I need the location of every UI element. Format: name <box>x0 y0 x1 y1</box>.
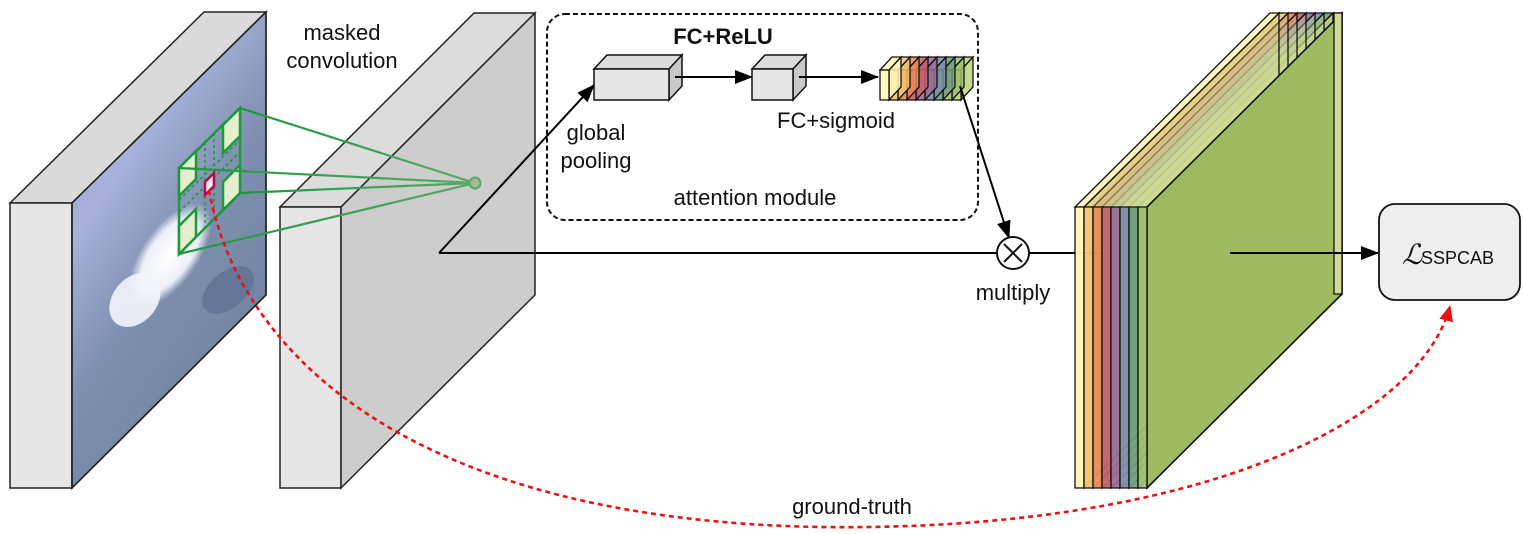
attention-module-box <box>546 13 979 221</box>
global-pooling-label-2: pooling <box>561 148 632 173</box>
fc-sigmoid-label: FC+sigmoid <box>777 108 895 133</box>
loss-subscript: SSPCAB <box>1421 248 1494 268</box>
weight-slice <box>879 69 890 101</box>
global-pooling-label-1: global <box>567 120 626 145</box>
output-slice <box>1119 206 1130 489</box>
output-slice <box>1101 206 1112 489</box>
output-slice <box>1137 206 1148 489</box>
kernel-cell-top-left <box>177 147 198 200</box>
fc-sigmoid-box <box>750 53 808 102</box>
output-slice <box>1083 206 1094 489</box>
loss-symbol: ℒ <box>1402 238 1423 271</box>
arrow-weights-to-multiply <box>959 85 1011 239</box>
masked-pixel <box>203 169 216 199</box>
ground-truth-label: ground-truth <box>792 494 912 519</box>
output-slice <box>1128 206 1139 489</box>
attention-module-label: attention module <box>674 185 837 210</box>
skip-and-pool-connector <box>438 84 595 254</box>
recalibrated-output-tensor <box>1073 11 1344 490</box>
channel-attention-weights <box>878 55 975 102</box>
output-slice <box>1092 206 1103 489</box>
conv-block-side <box>340 11 536 490</box>
output-activation-node <box>468 176 482 190</box>
output-slice <box>1074 206 1085 489</box>
kernel-projection-lines <box>178 106 476 256</box>
output-slice <box>1110 206 1121 489</box>
fc-relu-box <box>592 53 684 102</box>
rabbit-head <box>109 273 161 327</box>
kernel-cell-top-right <box>221 104 242 157</box>
multiply-label: multiply <box>976 280 1051 305</box>
conv-block-front <box>279 206 342 489</box>
input-block-front <box>9 202 73 489</box>
kernel-cell-bottom-left <box>177 205 198 258</box>
loss-box: ℒ SSPCAB <box>1378 203 1521 301</box>
conv-output-block <box>278 11 537 490</box>
multiply-node <box>996 236 1030 270</box>
fc-relu-label: FC+ReLU <box>673 24 773 49</box>
output-back-edge <box>1333 12 1343 295</box>
ground-truth-connector <box>207 189 1453 529</box>
